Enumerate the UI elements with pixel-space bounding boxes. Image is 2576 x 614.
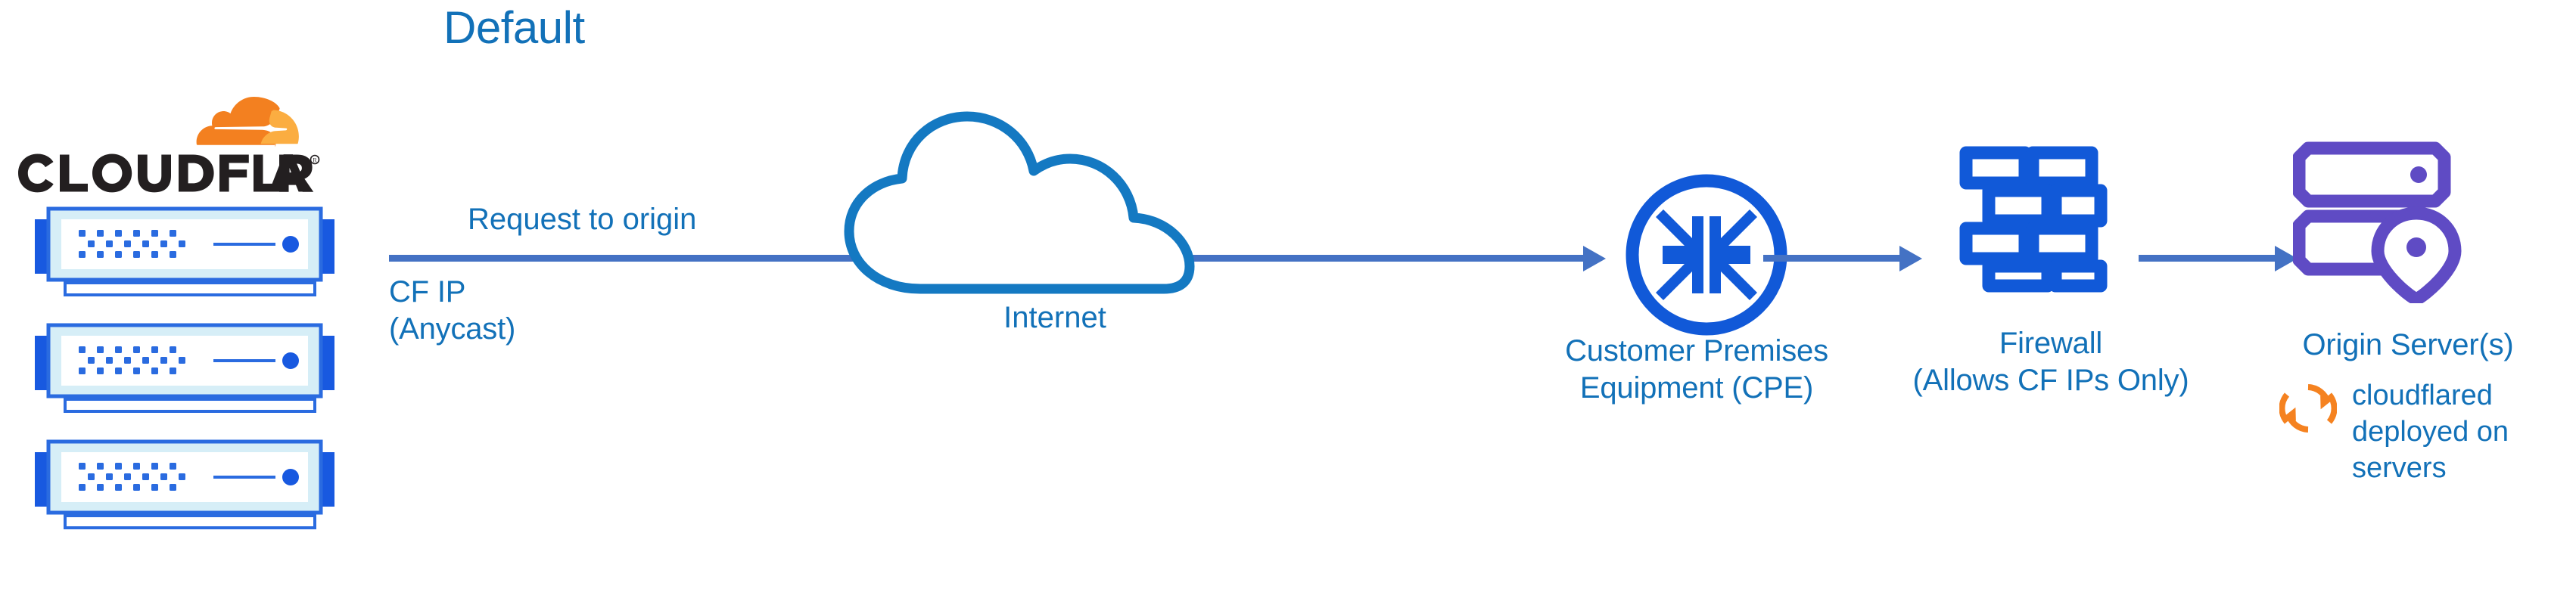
firewall-label: Firewall (Allows CF IPs Only)	[1912, 327, 2189, 397]
cloudflare-cloud-mark-icon	[196, 97, 299, 147]
cloud-icon	[844, 111, 1195, 294]
arrow-cpe-to-firewall	[1763, 255, 1899, 262]
cf-ip-label: CF IP (Anycast)	[389, 275, 516, 346]
server-rack-pin-icon	[2293, 141, 2462, 303]
cloudflared-text: cloudflared deployed on servers	[2352, 380, 2509, 484]
server-icon	[35, 439, 334, 529]
arrow-cpe-to-firewall-head	[1899, 246, 1922, 271]
sync-circle-icon	[2279, 384, 2337, 433]
server-unit	[18, 203, 351, 298]
server-icon	[35, 206, 334, 296]
origin-server-label: Origin Server(s)	[2302, 328, 2514, 361]
cloudflare-edge-servers	[18, 203, 381, 552]
cpe-label: Customer Premises Equipment (CPE)	[1565, 334, 1828, 405]
server-unit	[18, 319, 351, 414]
svg-text:R: R	[313, 157, 317, 164]
cloudflare-wordmark: R	[18, 154, 320, 193]
server-icon	[35, 323, 334, 413]
arrow-edge-to-cpe-head	[1583, 246, 1606, 271]
page-title: Default	[443, 2, 585, 53]
cloudflare-logo: R	[18, 97, 336, 194]
request-to-origin-label: Request to origin	[468, 203, 697, 236]
arrow-firewall-to-origin	[2139, 255, 2275, 262]
brick-wall-icon	[1959, 146, 2108, 293]
internet-label: Internet	[1003, 301, 1106, 334]
server-unit	[18, 436, 351, 531]
